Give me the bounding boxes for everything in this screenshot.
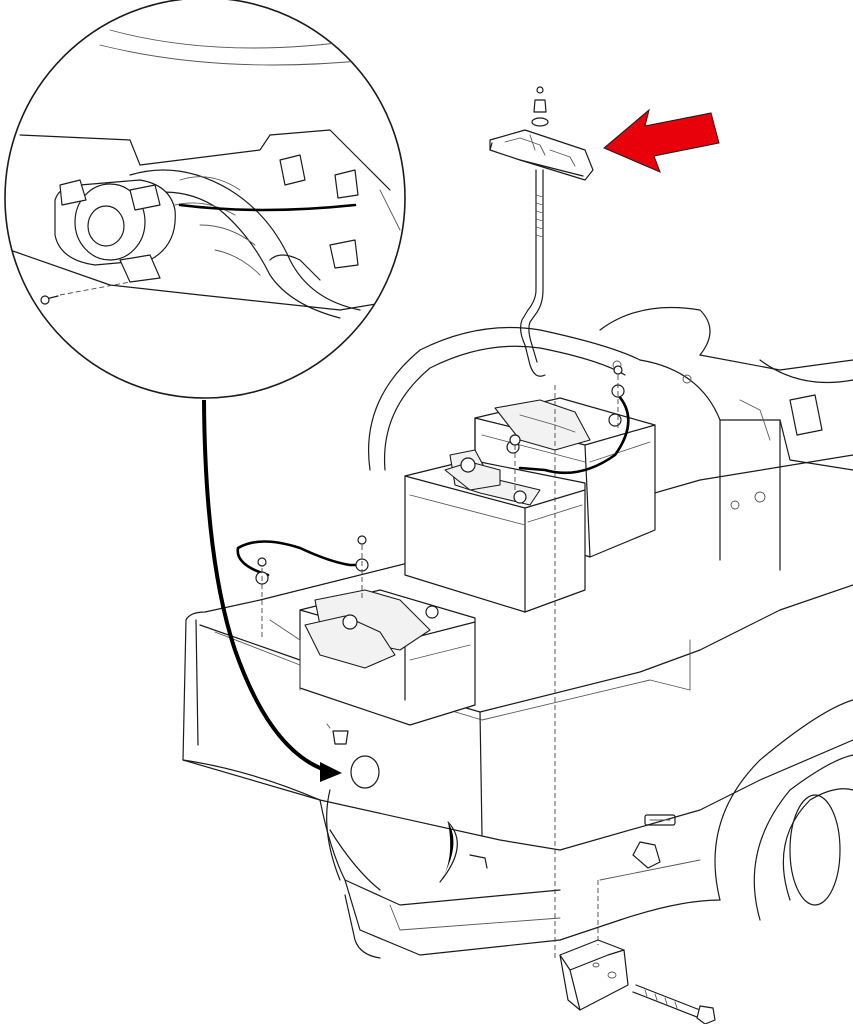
red-callout-arrow (603, 108, 720, 173)
hex-bolt (597, 880, 716, 1024)
detail-magnifier-circle (4, 0, 406, 399)
battery-hold-down-clamp (489, 86, 594, 181)
curved-leader-arrow (202, 399, 342, 782)
j-bolt (519, 169, 556, 960)
battery-cables (236, 365, 630, 640)
battery-front-center (404, 449, 586, 613)
battery-in-well (269, 589, 476, 726)
mounting-bracket (559, 939, 629, 1011)
vehicle-body (182, 306, 853, 959)
